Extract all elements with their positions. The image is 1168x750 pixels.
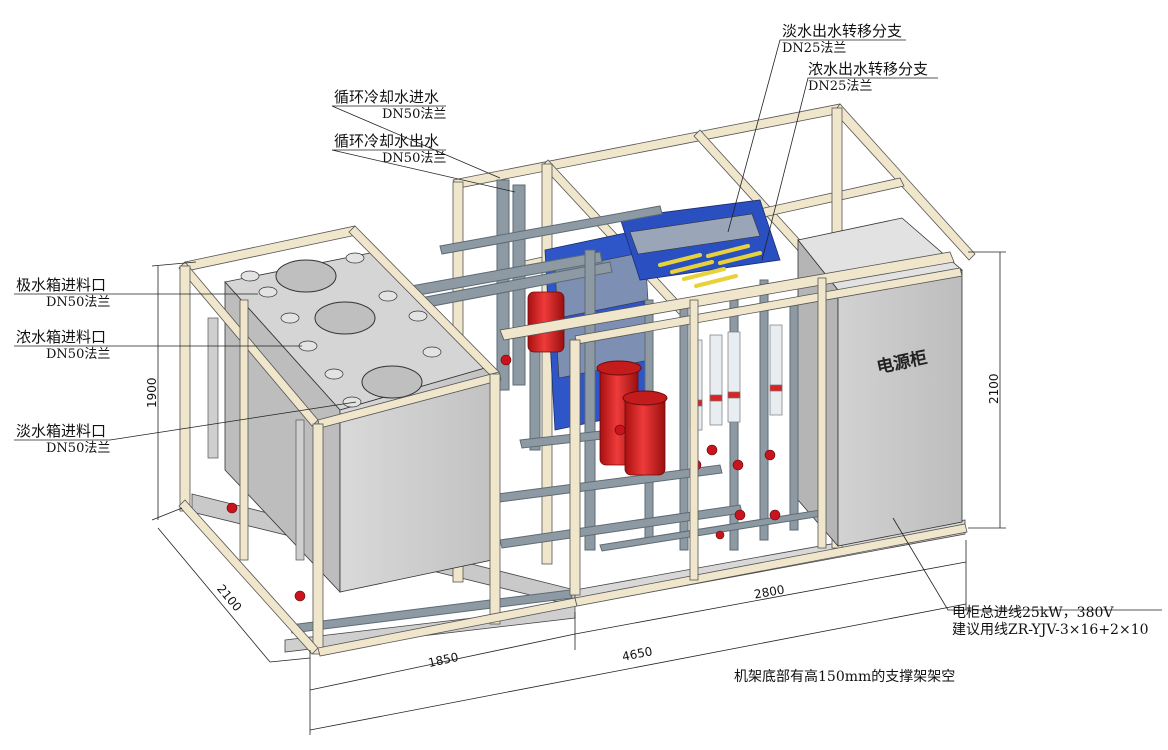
red-filter-right <box>622 390 668 476</box>
callout-fresh-tank-spec: DN50法兰 <box>46 441 111 456</box>
power-note-line2: 建议用线ZR-YJV-3×16+2×10 <box>952 622 1149 638</box>
frame-front <box>178 225 968 657</box>
callout-cooling-out-spec: DN50法兰 <box>382 151 447 166</box>
callout-cooling-in-title: 循环冷却水进水 <box>334 88 440 106</box>
dim-height-left: 1900 <box>145 377 159 408</box>
callout-fresh-transfer-title: 淡水出水转移分支 <box>782 22 903 40</box>
dimension-lines <box>151 251 1006 735</box>
leader-lines <box>14 39 1162 611</box>
yellow-hoses <box>658 244 762 288</box>
callout-cooling-out-title: 循环冷却水出水 <box>334 132 440 150</box>
callout-electrode-tank-spec: DN50法兰 <box>46 295 111 310</box>
power-note-line1: 电柜总进线25kW，380V <box>952 605 1114 621</box>
callout-conc-tank-title: 浓水箱进料口 <box>16 328 107 346</box>
callout-fresh-transfer-spec: DN25法兰 <box>782 41 847 56</box>
callout-electrode-tank-title: 极水箱进料口 <box>16 276 107 294</box>
callout-conc-transfer-spec: DN25法兰 <box>808 79 873 94</box>
callout-cooling-in-spec: DN50法兰 <box>382 107 447 122</box>
dim-height-right: 2100 <box>987 373 1001 404</box>
valves <box>226 354 781 602</box>
water-tank <box>207 251 493 594</box>
callout-fresh-tank-title: 淡水箱进料口 <box>16 422 107 440</box>
base-support-note: 机架底部有高150mm的支撑架架空 <box>734 669 956 685</box>
callout-conc-tank-spec: DN50法兰 <box>46 347 111 362</box>
power-cabinet <box>797 217 963 548</box>
callout-conc-transfer-title: 浓水出水转移分支 <box>808 60 929 78</box>
